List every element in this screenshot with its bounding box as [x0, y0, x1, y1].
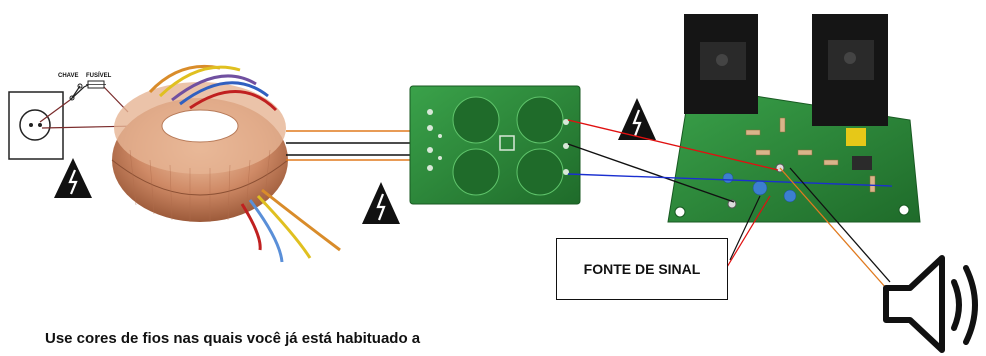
- speaker-wires: [779, 167, 891, 289]
- high-voltage-warning-icon: [54, 158, 92, 198]
- speaker-icon: [883, 255, 978, 353]
- high-voltage-warning-icon: [362, 182, 400, 224]
- switch-label: CHAVE: [58, 73, 79, 79]
- power-outlet-icon: [8, 91, 64, 160]
- toroidal-transformer: [111, 64, 341, 263]
- fuse-icon: [86, 80, 106, 89]
- signal-source-label: FONTE DE SINAL: [583, 261, 701, 277]
- instruction-caption: Use cores de fios nas quais você já está…: [45, 330, 421, 347]
- high-voltage-warning-icon: [618, 98, 656, 140]
- switch-icon: [69, 83, 83, 101]
- supply-wires: [567, 119, 893, 203]
- amplifier-pcb: [667, 14, 921, 223]
- signal-source-box: FONTE DE SINAL: [556, 238, 728, 300]
- filter-pcb: [409, 85, 581, 205]
- secondary-wires: [286, 130, 418, 161]
- signal-wires: [723, 195, 771, 273]
- fuse-label: FUSÍVEL: [86, 73, 112, 79]
